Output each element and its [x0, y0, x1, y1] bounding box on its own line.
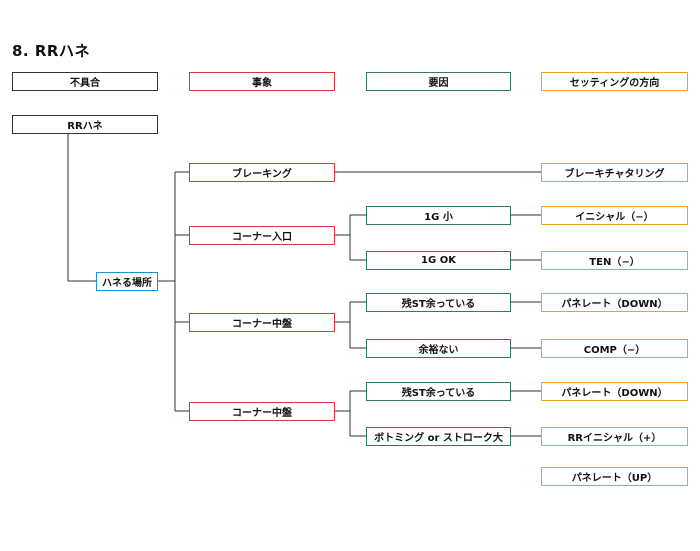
cause-st-remain-2: 残ST余っている [366, 382, 511, 401]
phenomenon-corner-mid-1: コーナー中盤 [189, 313, 335, 332]
location-node: ハネる場所 [96, 272, 158, 291]
setting-panel-down-1: パネレート（DOWN） [541, 293, 688, 312]
root-node: RRハネ [12, 115, 158, 134]
setting-comp-minus: COMP（−） [541, 339, 688, 358]
setting-brake-chatter: ブレーキチャタリング [541, 163, 688, 182]
header-defect: 不具合 [12, 72, 158, 91]
setting-initial-minus: イニシャル（−） [541, 206, 688, 225]
phenomenon-braking: ブレーキング [189, 163, 335, 182]
cause-st-remain-1: 残ST余っている [366, 293, 511, 312]
header-cause: 要因 [366, 72, 511, 91]
cause-1g-ok: 1G OK [366, 251, 511, 270]
phenomenon-corner-mid-2: コーナー中盤 [189, 402, 335, 421]
header-phenomenon: 事象 [189, 72, 335, 91]
setting-ten-minus: TEN（−） [541, 251, 688, 270]
phenomenon-corner-entry: コーナー入口 [189, 226, 335, 245]
cause-margin-none: 余裕ない [366, 339, 511, 358]
page-title: 8. RRハネ [12, 42, 90, 60]
setting-panel-down-2: パネレート（DOWN） [541, 382, 688, 401]
setting-panel-up: パネレート（UP） [541, 467, 688, 486]
header-setting: セッティングの方向 [541, 72, 688, 91]
setting-rr-initial-plus: RRイニシャル（+） [541, 427, 688, 446]
cause-bottoming: ボトミング or ストローク大 [366, 427, 511, 446]
cause-1g-small: 1G 小 [366, 206, 511, 225]
